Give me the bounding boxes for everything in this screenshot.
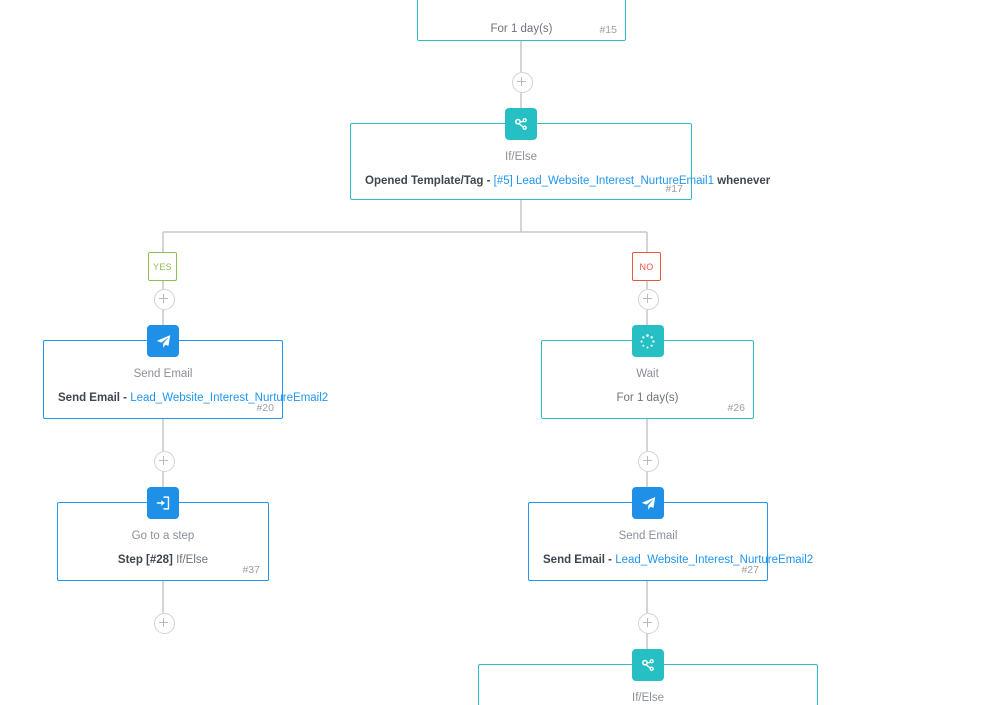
node-desc-lead: Send Email -	[58, 392, 131, 404]
node-desc-lead: Opened Template/Tag -	[365, 175, 494, 187]
add-step-button[interactable]	[637, 450, 659, 472]
add-step-button[interactable]	[153, 450, 175, 472]
node-ifelse-17[interactable]: If/Else Opened Template/Tag - [#5] Lead_…	[350, 108, 770, 200]
node-desc-lead: Step [#28]	[117, 554, 177, 566]
node-desc-lead: Send Email -	[543, 554, 616, 566]
node-id-label: #26	[727, 402, 745, 414]
node-description: Send Email - Lead_Website_Interest_Nurtu…	[543, 553, 813, 568]
node-desc-link[interactable]: Lead_Website_Interest_NurtureEmail2	[130, 392, 329, 404]
node-title: If/Else	[505, 151, 537, 163]
node-title: Send Email	[618, 530, 678, 542]
add-step-button[interactable]	[153, 612, 175, 634]
node-id-label: #27	[741, 564, 759, 576]
node-id-label: #15	[599, 24, 617, 36]
node-title: Wait	[636, 368, 659, 380]
node-description: For 1 day(s)	[432, 22, 611, 37]
node-description: For 1 day(s)	[556, 391, 739, 406]
node-send-email-20[interactable]: Send Email Send Email - Lead_Website_Int…	[43, 325, 328, 419]
add-step-button[interactable]	[637, 612, 659, 634]
node-wait-15[interactable]: For 1 day(s) #15	[417, 0, 626, 41]
add-step-button[interactable]	[511, 71, 533, 93]
branch-label-yes[interactable]: YES	[148, 252, 177, 281]
node-description: Step [#28] If/Else	[72, 553, 254, 568]
add-step-button[interactable]	[153, 288, 175, 310]
node-desc-link[interactable]: [#5] Lead_Website_Interest_NurtureEmail1	[493, 175, 714, 187]
node-wait-26[interactable]: Wait For 1 day(s) #26	[541, 325, 754, 419]
node-id-label: #37	[242, 564, 260, 576]
node-id-label: #20	[256, 402, 274, 414]
node-desc-tail: whenever	[714, 175, 771, 187]
branch-icon	[505, 108, 537, 140]
node-description: Send Email - Lead_Website_Interest_Nurtu…	[58, 391, 328, 406]
node-title: Go to a step	[131, 530, 195, 542]
paper-plane-icon	[632, 487, 664, 519]
branch-label-no[interactable]: NO	[632, 252, 661, 281]
node-send-email-27[interactable]: Send Email Send Email - Lead_Website_Int…	[528, 487, 813, 581]
node-ifelse-bottom[interactable]: If/Else	[478, 649, 818, 705]
branch-icon	[632, 649, 664, 681]
node-description: Opened Template/Tag - [#5] Lead_Website_…	[365, 174, 770, 189]
node-desc-text: For 1 day(s)	[616, 392, 679, 404]
paper-plane-icon	[147, 325, 179, 357]
node-goto-step-37[interactable]: Go to a step Step [#28] If/Else #37	[57, 487, 269, 581]
node-title: Send Email	[133, 368, 193, 380]
sign-in-icon	[147, 487, 179, 519]
spinner-icon	[631, 325, 664, 357]
node-desc-link[interactable]: Lead_Website_Interest_NurtureEmail2	[615, 554, 814, 566]
node-desc-text: For 1 day(s)	[490, 23, 553, 35]
add-step-button[interactable]	[637, 288, 659, 310]
node-id-label: #17	[665, 183, 683, 195]
branch-yes-text: YES	[153, 261, 172, 272]
node-desc-tail: If/Else	[176, 554, 209, 566]
node-title: If/Else	[632, 692, 664, 704]
branch-no-text: NO	[639, 261, 654, 272]
